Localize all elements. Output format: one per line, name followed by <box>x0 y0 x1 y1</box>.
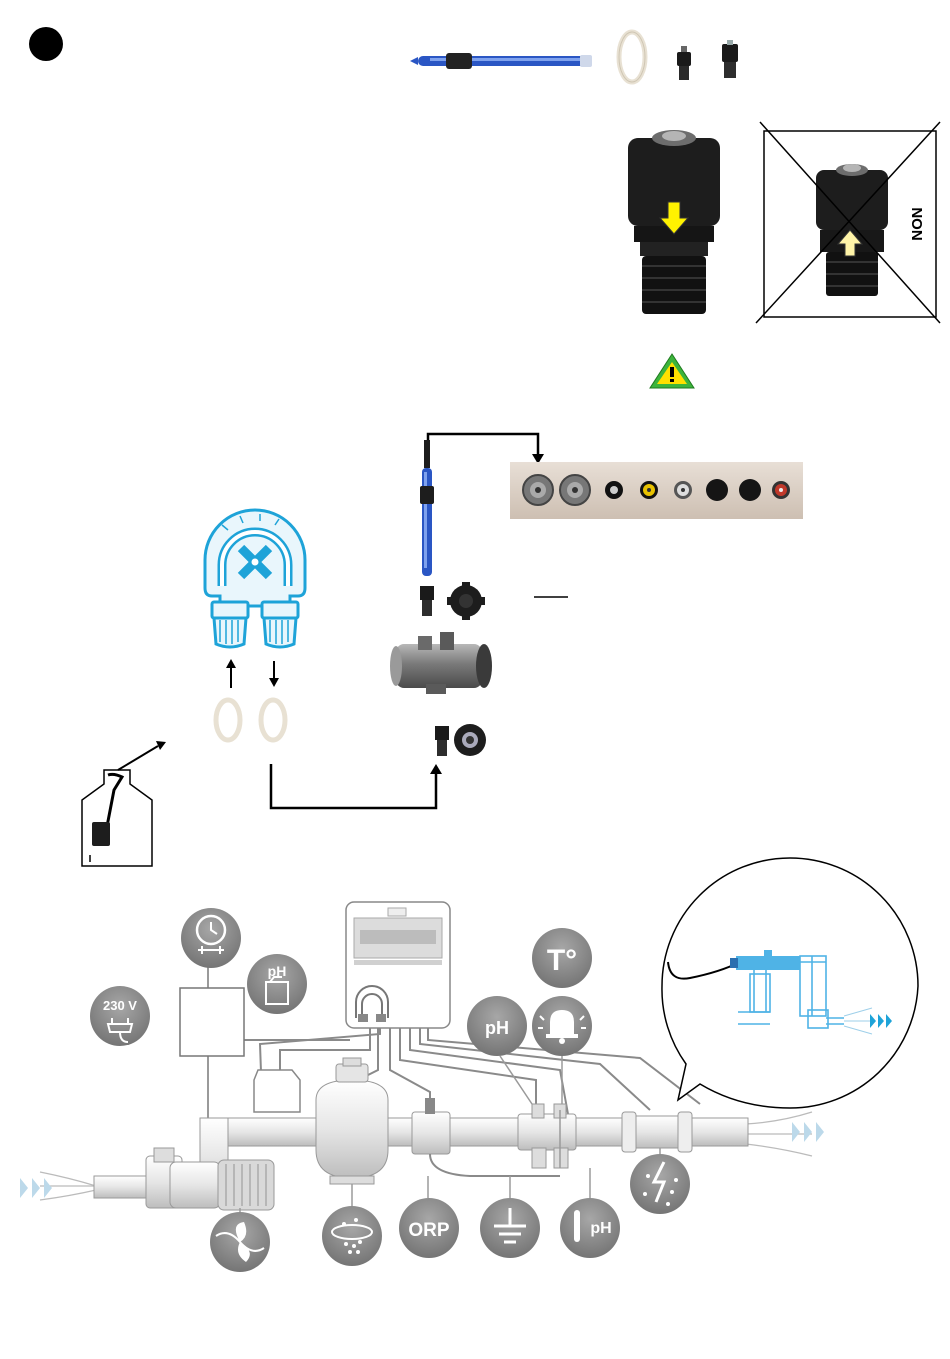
correct-fitting-photo <box>628 130 720 314</box>
rca-connector <box>674 481 692 499</box>
orp-label: ORP <box>408 1220 450 1241</box>
bnc-connector <box>560 475 590 505</box>
bell-icon <box>532 996 592 1056</box>
temperature-label: T° <box>547 944 577 977</box>
probe-holder-icon <box>390 632 492 694</box>
rca-connector <box>640 481 658 499</box>
peristaltic-pump-icon <box>205 510 305 647</box>
timer-box <box>180 988 244 1056</box>
plug-icon: 230 V <box>90 986 150 1046</box>
filter-media-icon <box>322 1206 382 1266</box>
rca-connector <box>605 481 623 499</box>
grommet <box>706 479 728 501</box>
voltage-label: 230 V <box>103 998 137 1013</box>
tube-ring <box>261 700 285 740</box>
grommet <box>739 479 761 501</box>
nut-icon <box>447 582 485 620</box>
warning-triangle-icon <box>650 354 694 388</box>
ph-probe-icon <box>410 53 592 69</box>
tank-icon <box>82 770 152 866</box>
fitting-icon <box>435 726 449 756</box>
bnc-connector <box>523 475 553 505</box>
ph-probe-icon: pH <box>560 1198 620 1258</box>
flow-arrow-down <box>269 661 279 687</box>
fitting-icon <box>420 586 434 616</box>
non-label: NON <box>908 207 925 240</box>
flow-chevrons <box>20 1178 52 1198</box>
pump-motor-icon <box>170 1160 274 1210</box>
controller-unit <box>346 902 450 1028</box>
fitting-icon <box>722 40 738 78</box>
electrolysis-icon <box>630 1154 690 1214</box>
tube-ring <box>216 700 240 740</box>
pump-to-injection-line <box>271 764 436 808</box>
tube-coil-icon <box>619 32 645 82</box>
rca-connector <box>772 481 790 499</box>
ph-probe-label: pH <box>590 1220 611 1237</box>
wrong-fitting-photo: NON <box>756 122 940 323</box>
ground-icon <box>480 1198 540 1258</box>
ph-canister-icon: pH <box>247 954 307 1014</box>
orp-sensor-icon: ORP <box>399 1198 459 1258</box>
step-dot-icon <box>29 27 63 61</box>
fitting-icon <box>677 46 691 80</box>
flow-chevrons <box>792 1122 824 1142</box>
ph-sensor-label: pH <box>485 1018 509 1038</box>
tank-icon <box>254 1070 300 1112</box>
connector-panel <box>510 462 803 519</box>
filter-icon <box>316 1058 388 1184</box>
ph-sensor-icon: pH <box>467 996 527 1056</box>
probe-to-panel-line <box>428 434 538 462</box>
flow-arrow-up <box>226 659 236 688</box>
thermometer-icon: T° <box>532 928 592 988</box>
nut-icon <box>454 724 486 756</box>
pump-impeller-icon <box>210 1212 270 1272</box>
zoom-bubble <box>662 858 918 1108</box>
ph-probe-icon <box>420 440 434 576</box>
clock-icon <box>181 908 241 968</box>
suction-arrow <box>118 741 166 770</box>
